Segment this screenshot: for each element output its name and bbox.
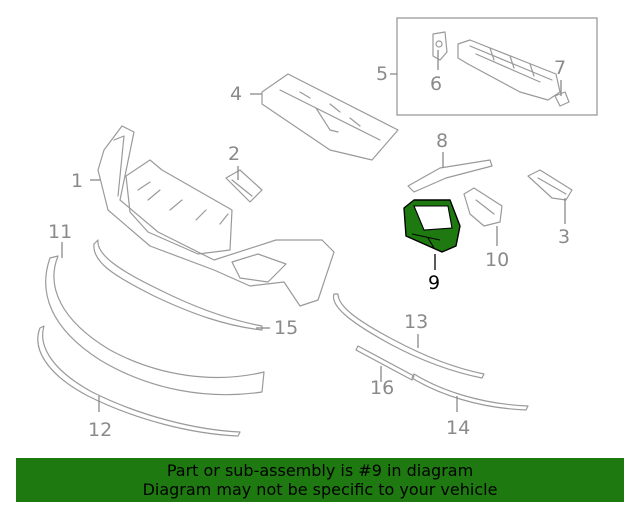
part-10-bracket[interactable]: [463, 187, 503, 227]
callout-14[interactable]: 14: [446, 417, 470, 439]
leader-lines: [61, 50, 566, 412]
callout-10[interactable]: 10: [485, 249, 509, 271]
callout-13[interactable]: 13: [404, 311, 428, 333]
part-9-highlighted-bracket[interactable]: [403, 199, 461, 253]
callout-8[interactable]: 8: [436, 130, 448, 152]
callout-16[interactable]: 16: [370, 377, 394, 399]
part-4-cover[interactable]: [261, 73, 399, 161]
banner-line-2: Diagram may not be specific to your vehi…: [142, 480, 498, 499]
part-16-strip[interactable]: [355, 345, 415, 381]
part-6-clip[interactable]: [432, 31, 448, 61]
callout-5[interactable]: 5: [376, 63, 388, 85]
part-11-lower-trim[interactable]: [45, 255, 265, 396]
part-2-bracket[interactable]: [225, 169, 263, 203]
callout-15[interactable]: 15: [274, 317, 298, 339]
callout-11[interactable]: 11: [48, 221, 72, 243]
part-1-bumper-cover[interactable]: [97, 125, 335, 307]
callout-7[interactable]: 7: [554, 57, 566, 79]
part-13-strip[interactable]: [332, 293, 485, 379]
part-7-clip[interactable]: [554, 91, 570, 107]
callout-6[interactable]: 6: [430, 73, 442, 95]
part-3-bracket[interactable]: [527, 169, 573, 201]
callout-2[interactable]: 2: [228, 143, 240, 165]
callout-4[interactable]: 4: [230, 83, 242, 105]
banner-line-1: Part or sub-assembly is #9 in diagram: [166, 461, 474, 480]
callout-12[interactable]: 12: [88, 419, 112, 441]
callout-3[interactable]: 3: [558, 226, 570, 248]
part-15-lip-strip[interactable]: [93, 239, 263, 331]
part-5-bracket[interactable]: [457, 39, 561, 101]
part-14-strip[interactable]: [411, 373, 529, 411]
callout-9[interactable]: 9: [428, 272, 440, 294]
inset-box: [396, 17, 598, 116]
part-12-bottom-strip[interactable]: [37, 325, 241, 437]
info-banner: Part or sub-assembly is #9 in diagram Di…: [16, 458, 624, 502]
part-8-strip[interactable]: [407, 159, 493, 193]
callout-1[interactable]: 1: [71, 170, 83, 192]
